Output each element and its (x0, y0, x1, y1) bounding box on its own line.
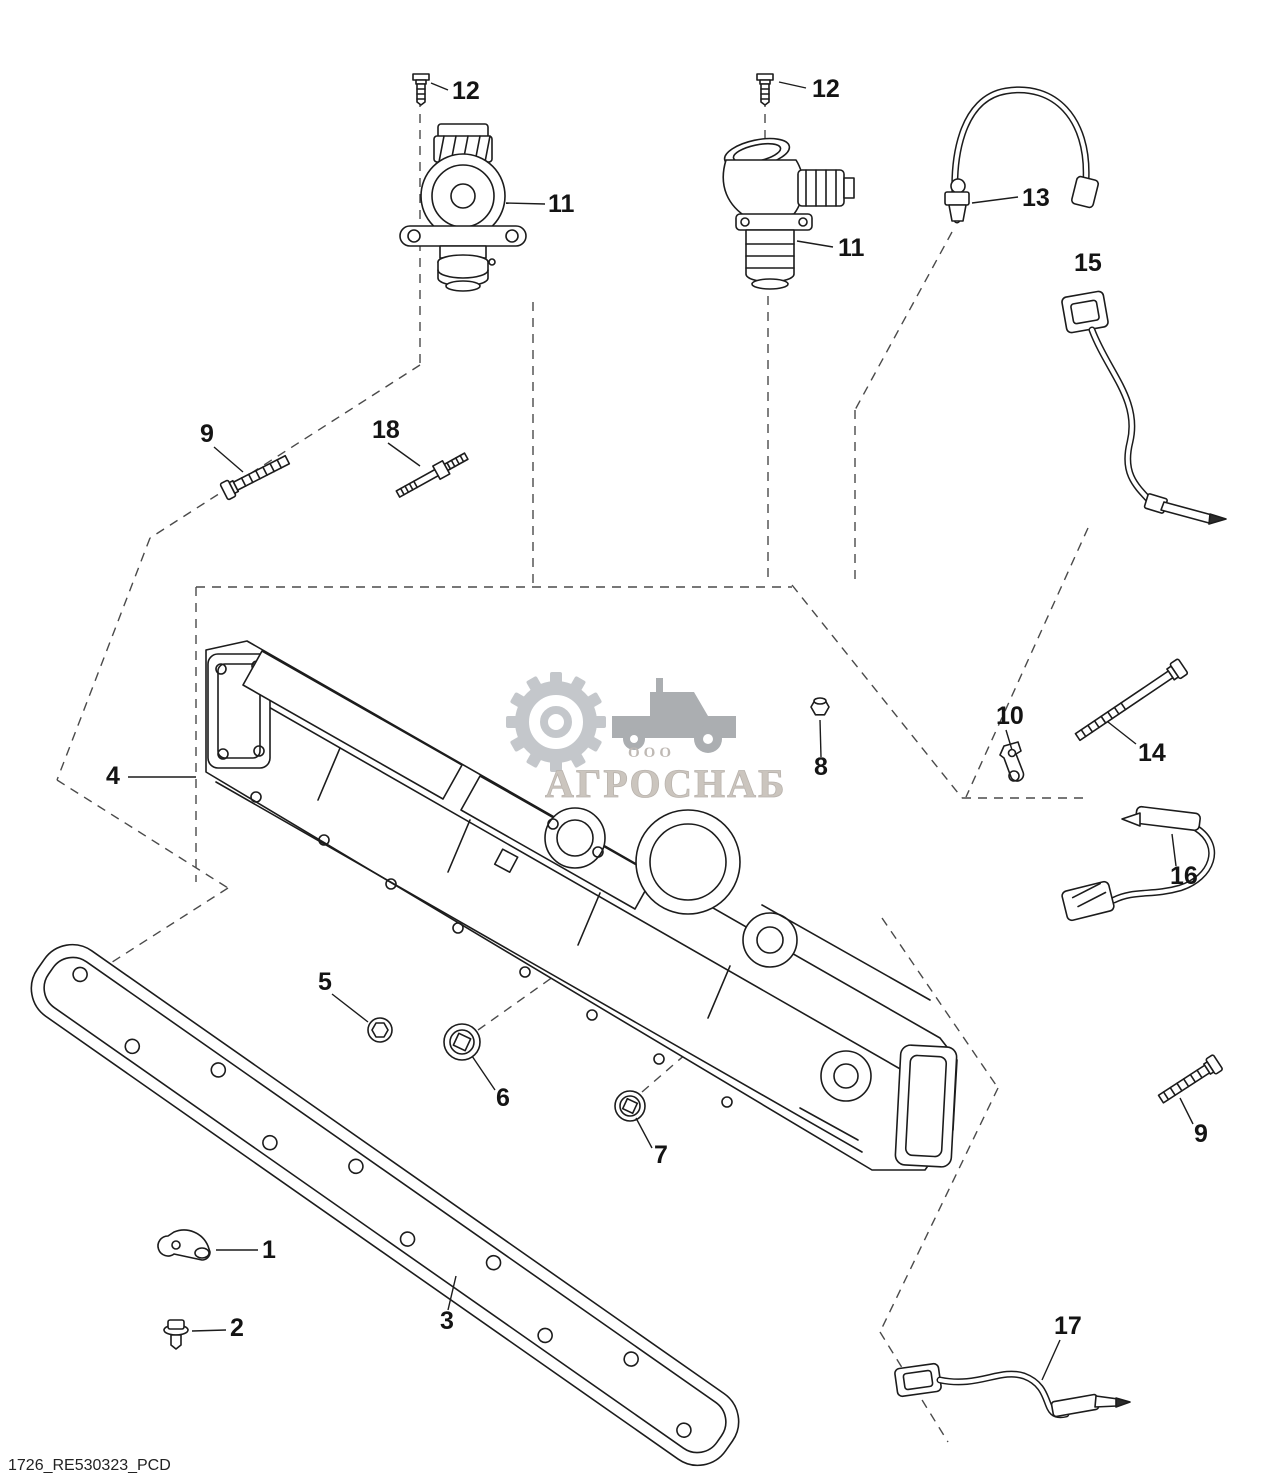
callout-6: 6 (496, 1084, 510, 1112)
tractor-icon (612, 678, 736, 753)
part-16-temp-sensor (1061, 805, 1216, 922)
part-15-sensor-harness (1061, 290, 1227, 525)
callout-15: 15 (1074, 249, 1102, 277)
callout-9-upper: 9 (200, 420, 214, 448)
callout-2: 2 (230, 1314, 244, 1342)
callout-11-right: 11 (838, 234, 865, 262)
callout-14: 14 (1138, 739, 1166, 767)
callout-5: 5 (318, 968, 332, 996)
callout-9-lower: 9 (1194, 1120, 1208, 1148)
callout-1: 1 (262, 1236, 276, 1264)
part-7-plug (614, 1090, 646, 1122)
callout-17: 17 (1054, 1312, 1082, 1340)
drawing-id: 1726_RE530323_PCD (8, 1457, 171, 1474)
callout-8: 8 (814, 753, 828, 781)
watermark: ООО АГРОСНАБ (506, 672, 786, 806)
callout-11-left: 11 (548, 190, 575, 218)
part-11-egr-valve-right (722, 137, 855, 290)
part-3-gasket (30, 943, 740, 1467)
callout-12-right: 12 (812, 75, 840, 103)
watermark-org-name: АГРОСНАБ (545, 761, 786, 806)
part-4-intake-manifold (205, 640, 958, 1171)
part-18-stud (395, 452, 469, 498)
part-11-egr-valve-left (399, 123, 527, 292)
callout-16: 16 (1170, 862, 1198, 890)
callout-7: 7 (654, 1141, 668, 1169)
callout-leader-lines (128, 81, 1194, 1381)
callout-18: 18 (372, 416, 400, 444)
part-13-tube-assembly (944, 86, 1100, 224)
part-2-bolt (163, 1319, 189, 1350)
callout-3: 3 (440, 1307, 454, 1335)
part-6-plug (443, 1023, 481, 1061)
callout-10: 10 (996, 702, 1024, 730)
part-12-bolt-right (756, 73, 774, 106)
callout-12-left: 12 (452, 77, 480, 105)
part-9-bolt-lower-right (1157, 1054, 1223, 1104)
part-17-temp-sensor (894, 1362, 1131, 1419)
watermark-org-type: ООО (628, 745, 675, 761)
gear-icon (506, 672, 606, 772)
callouts: 12 11 12 11 13 15 9 18 4 8 10 14 16 5 6 … (106, 75, 1208, 1342)
part-1-clamp (157, 1229, 211, 1261)
part-5-plug (367, 1017, 393, 1043)
part-14-bolt-long (1074, 658, 1189, 742)
part-9-bolt-upper-left (219, 454, 291, 501)
callout-4: 4 (106, 762, 120, 790)
part-12-bolt-left (412, 73, 430, 106)
part-8-nut (810, 697, 830, 716)
callout-13: 13 (1022, 184, 1050, 212)
